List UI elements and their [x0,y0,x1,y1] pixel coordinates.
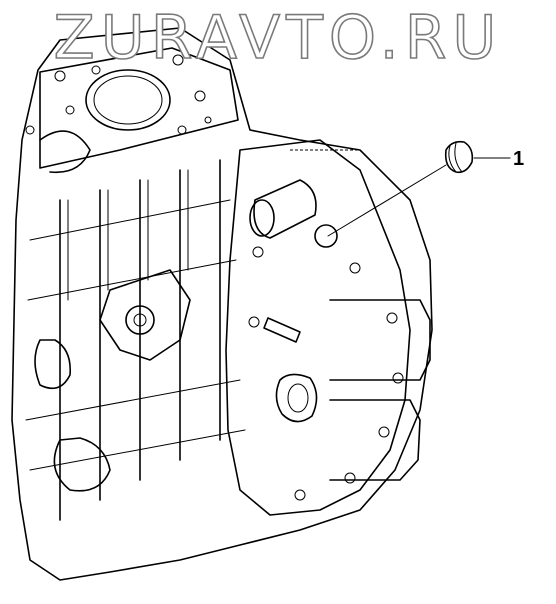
part-1-plug [444,140,474,174]
engine-block-illustration [11,27,433,581]
callout-1-label: 1 [513,148,524,170]
callout-1-leader [327,157,511,237]
watermark: ZURAVTO.RU [54,3,503,73]
